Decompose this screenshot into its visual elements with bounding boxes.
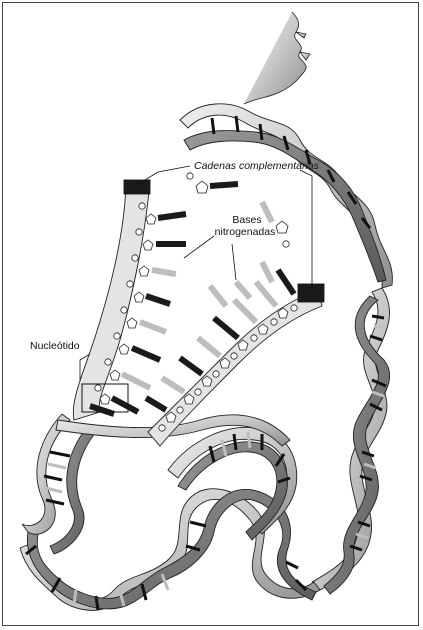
helix-upper (180, 104, 392, 288)
free-nucleotides (187, 173, 289, 306)
strand-end-cap (298, 284, 324, 302)
dna-tail-top (244, 12, 310, 104)
label-nucleotide: Nucleótido (30, 340, 80, 352)
label-nitrogen-bases-line2: nitrogenadas (210, 226, 280, 238)
label-nitrogen-bases-line1: Bases (212, 214, 282, 226)
strand-end-cap (124, 180, 150, 194)
label-complementary-chains: Cadenas complementarias (194, 160, 319, 172)
helix-right (312, 288, 390, 594)
